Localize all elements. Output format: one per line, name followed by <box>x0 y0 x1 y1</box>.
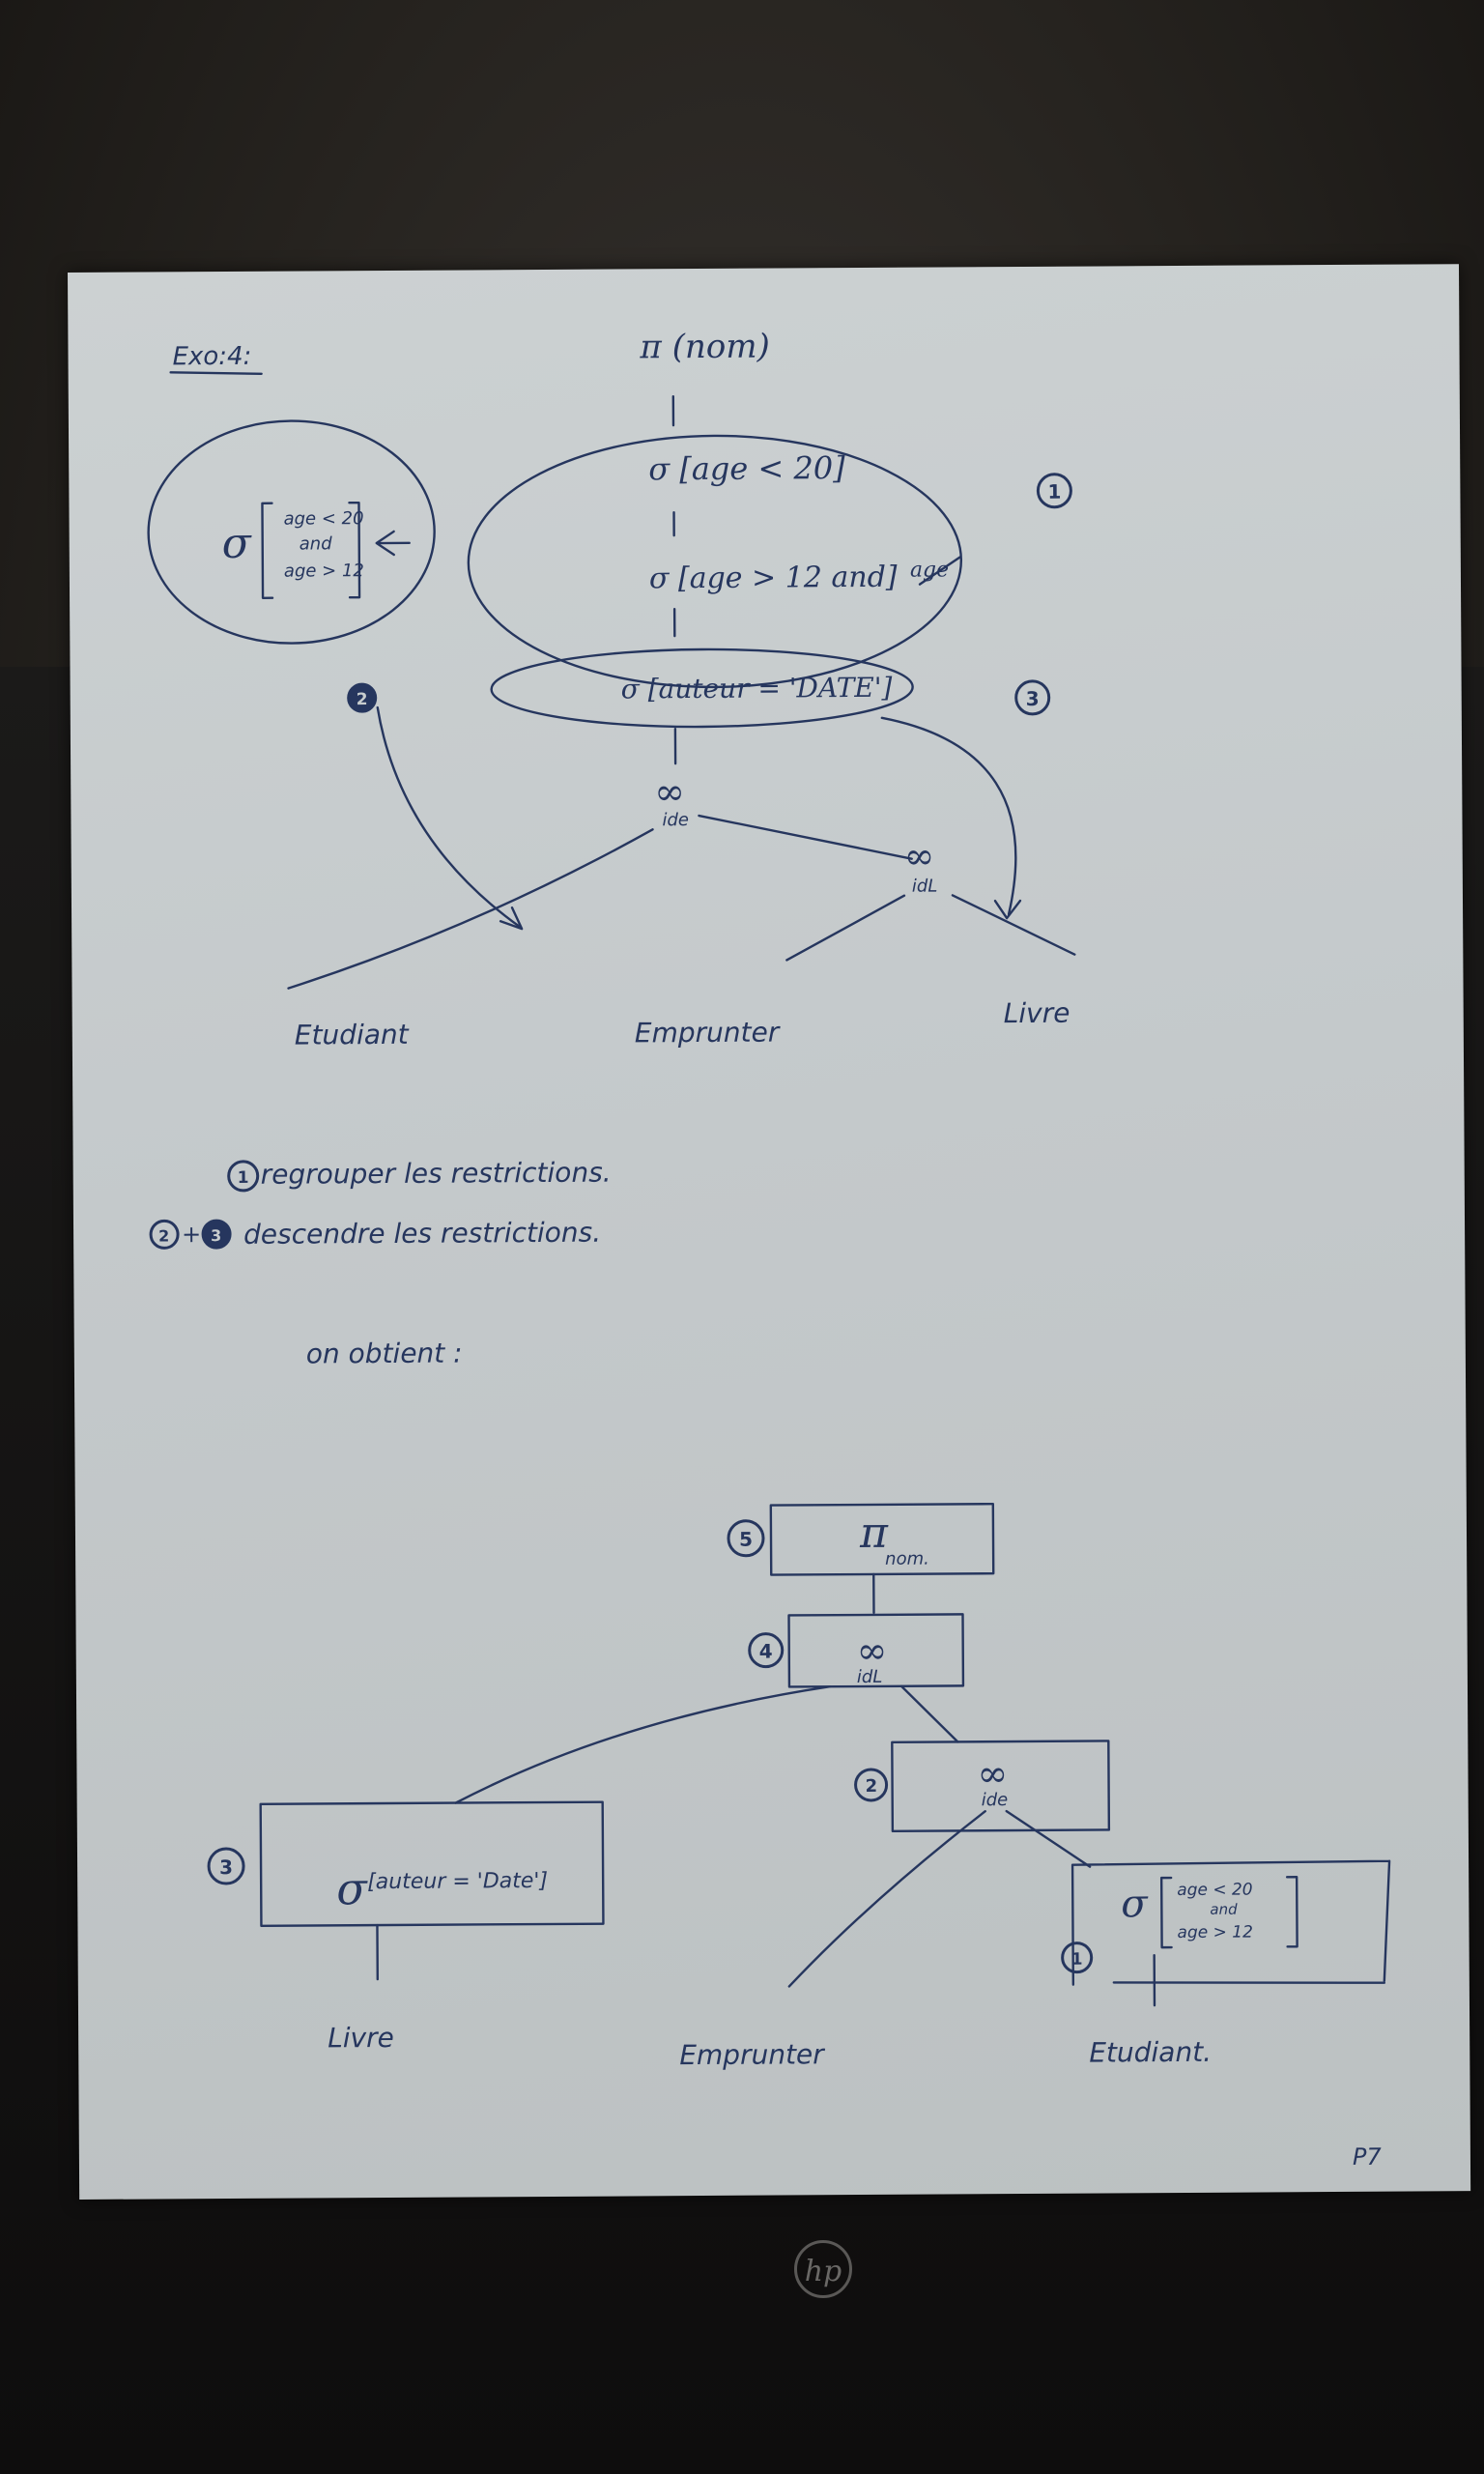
title-underline <box>169 371 263 375</box>
t2-sel-livre-sigma: σ <box>336 1862 368 1914</box>
note-plus: + <box>182 1221 201 1248</box>
paper-sheet: Exo:4: π (nom) σ [age < 20] σ [age > 12 … <box>68 264 1471 2200</box>
t2-marker-3-label: 3 <box>219 1856 233 1879</box>
merged-line-3: age > 12 <box>284 561 364 582</box>
note-1-marker-icon <box>227 1160 260 1193</box>
t2-leaf-livre: Livre <box>328 2022 394 2054</box>
t2-marker-2-icon <box>854 1768 889 1802</box>
hp-logo: hp <box>794 2240 852 2298</box>
obtain-text: on obtient : <box>306 1338 463 1370</box>
marker-1-icon <box>1036 473 1072 509</box>
t2-projection-box <box>769 1502 995 1576</box>
t2-marker-5-label: 5 <box>739 1528 753 1551</box>
t2-join-bottom-box <box>891 1740 1111 1833</box>
marker-2-icon <box>347 682 378 713</box>
tree1-join-bottom-attr: idL <box>912 877 938 897</box>
t2-marker-2-label: 2 <box>866 1776 878 1797</box>
push-arrow-2-head <box>499 906 524 931</box>
tree1-leaf-etudiant: Etudiant <box>295 1019 410 1051</box>
tree1-sel-auteur: σ [auteur = 'DATE'] <box>621 672 893 705</box>
tree1-edge <box>951 894 1076 956</box>
t2-sel-etud-line-3: age > 12 <box>1177 1923 1252 1942</box>
t2-join-top-attr: idL <box>857 1667 883 1687</box>
bracket-left <box>261 502 274 599</box>
tree1-join-top: ∞ <box>654 770 685 813</box>
note-3-marker-label: 3 <box>211 1226 221 1245</box>
tree1-join-bottom: ∞ <box>904 835 935 877</box>
note-1-text: regrouper les restrictions. <box>261 1157 612 1191</box>
tree1-edge <box>287 828 654 990</box>
t2-projection-symbol: π <box>859 1509 889 1558</box>
t2-marker-1-icon <box>1061 1942 1094 1974</box>
merged-sigma: σ <box>222 519 253 568</box>
t2-marker-4-label: 4 <box>759 1640 773 1663</box>
handwritten-notes: Exo:4: π (nom) σ [age < 20] σ [age > 12 … <box>147 328 1391 2171</box>
t2-projection-sub: nom. <box>885 1549 929 1569</box>
note-2-marker-label: 2 <box>158 1226 169 1245</box>
marker-2-label: 2 <box>357 690 368 709</box>
exercise-title: Exo:4: <box>172 342 251 371</box>
tree1-projection: π (nom) <box>639 328 770 367</box>
push-arrow-2 <box>376 705 522 929</box>
note-3-marker-icon <box>201 1219 232 1250</box>
tree2-edge <box>454 1685 832 1804</box>
t2-sel-etud-line-1: age < 20 <box>1177 1881 1252 1900</box>
t2-bracket-left <box>1159 1876 1173 1949</box>
tree1-group-ellipse-1 <box>467 434 963 689</box>
t2-bracket-right <box>1285 1876 1298 1948</box>
t2-marker-3-icon <box>207 1847 245 1885</box>
t2-join-top-box <box>787 1613 965 1688</box>
t2-leaf-etudiant: Etudiant. <box>1089 2036 1212 2069</box>
tree2-edge <box>1005 1809 1092 1868</box>
tree2-edge <box>787 1810 986 1988</box>
bracket-right <box>348 501 361 599</box>
t2-sel-etud-box <box>1070 1859 1391 1986</box>
merge-arrow <box>375 530 411 557</box>
t2-sel-etud-line-2: and <box>1210 1901 1238 1918</box>
marker-3-icon <box>1014 679 1051 716</box>
tree1-sel-age-gt: σ [age > 12 and] <box>649 561 898 596</box>
t2-join-top: ∞ <box>857 1629 888 1672</box>
push-arrow-3-head <box>993 899 1022 920</box>
t2-join-bottom: ∞ <box>977 1752 1008 1795</box>
note-1-marker-label: 1 <box>238 1168 249 1188</box>
marker-1-label: 1 <box>1047 480 1061 503</box>
tree2-edge <box>899 1684 959 1743</box>
t2-marker-5-icon <box>727 1519 765 1558</box>
t2-sel-livre-box <box>259 1800 605 1928</box>
tree1-sel-age-lt: σ [age < 20] <box>648 449 845 487</box>
tree1-group-ellipse-3 <box>490 647 914 729</box>
merged-selection-ellipse <box>147 419 436 645</box>
tree1-leaf-livre: Livre <box>1004 997 1070 1029</box>
push-arrow-3 <box>880 716 1017 916</box>
t2-sel-etud-sigma: σ <box>1121 1882 1149 1926</box>
note-2-text: descendre les restrictions. <box>243 1217 601 1251</box>
t2-leaf-emprunter: Emprunter <box>679 2038 825 2071</box>
t2-marker-4-icon <box>748 1632 785 1669</box>
tree1-edge <box>785 894 906 962</box>
note-2-marker-icon <box>149 1219 180 1250</box>
t2-marker-1-label: 1 <box>1071 1950 1083 1970</box>
strike-line <box>918 556 962 586</box>
t2-join-bottom-attr: ide <box>982 1790 1009 1810</box>
tree1-edge <box>698 814 913 860</box>
merged-line-1: age < 20 <box>283 508 363 530</box>
tree1-leaf-emprunter: Emprunter <box>635 1017 781 1050</box>
tree1-join-top-attr: ide <box>662 810 689 830</box>
merged-line-2: and <box>300 533 333 554</box>
t2-sel-livre-pred: [auteur = 'Date'] <box>367 1869 548 1894</box>
page-number: P7 <box>1353 2143 1383 2171</box>
marker-3-label: 3 <box>1026 687 1040 710</box>
